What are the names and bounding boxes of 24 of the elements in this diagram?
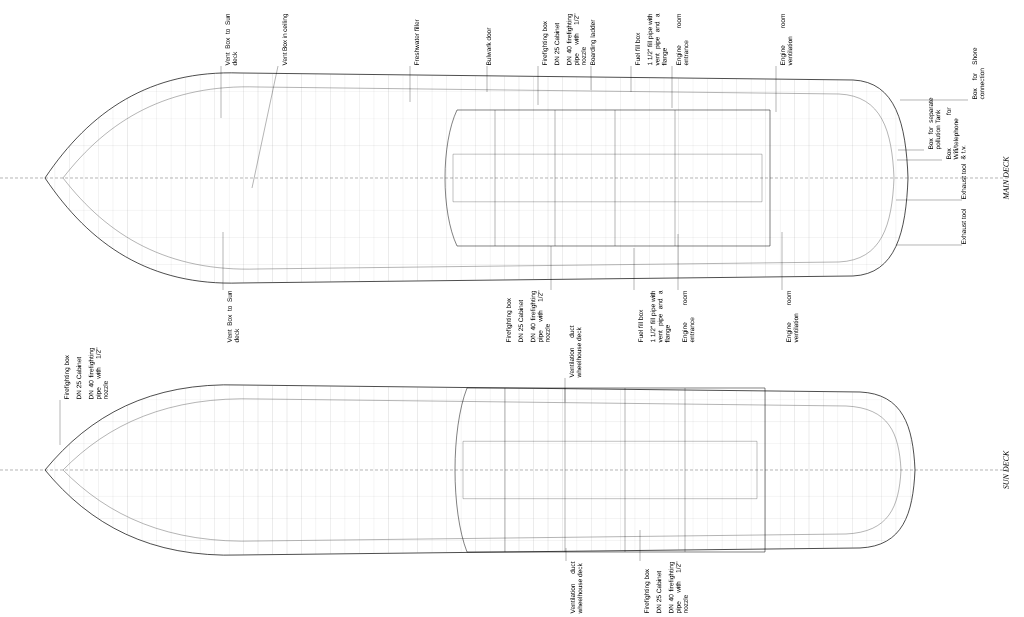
leader-line [409,65,411,103]
leader-line [633,247,635,291]
leader-line [671,65,673,109]
leader-line [899,99,969,101]
leader-line [895,199,963,201]
leader-line [677,233,679,291]
leader-line [781,231,783,291]
leader-line [222,231,224,291]
leader-line [486,65,488,93]
deck-title: SUN DECK [1003,450,1009,490]
leader-line [895,244,963,246]
leader-line [590,65,592,91]
leader-line [251,65,279,189]
leader-line [896,159,943,161]
leader-line [220,65,222,119]
leader-line [564,377,566,403]
leader-line [59,399,61,446]
leader-line [565,547,567,562]
deck-title: MAIN DECK [1003,156,1009,200]
leader-line [639,529,641,562]
leader-line [537,65,539,106]
leader-line [897,149,925,151]
leader-line [630,65,632,93]
leader-line [775,65,777,113]
